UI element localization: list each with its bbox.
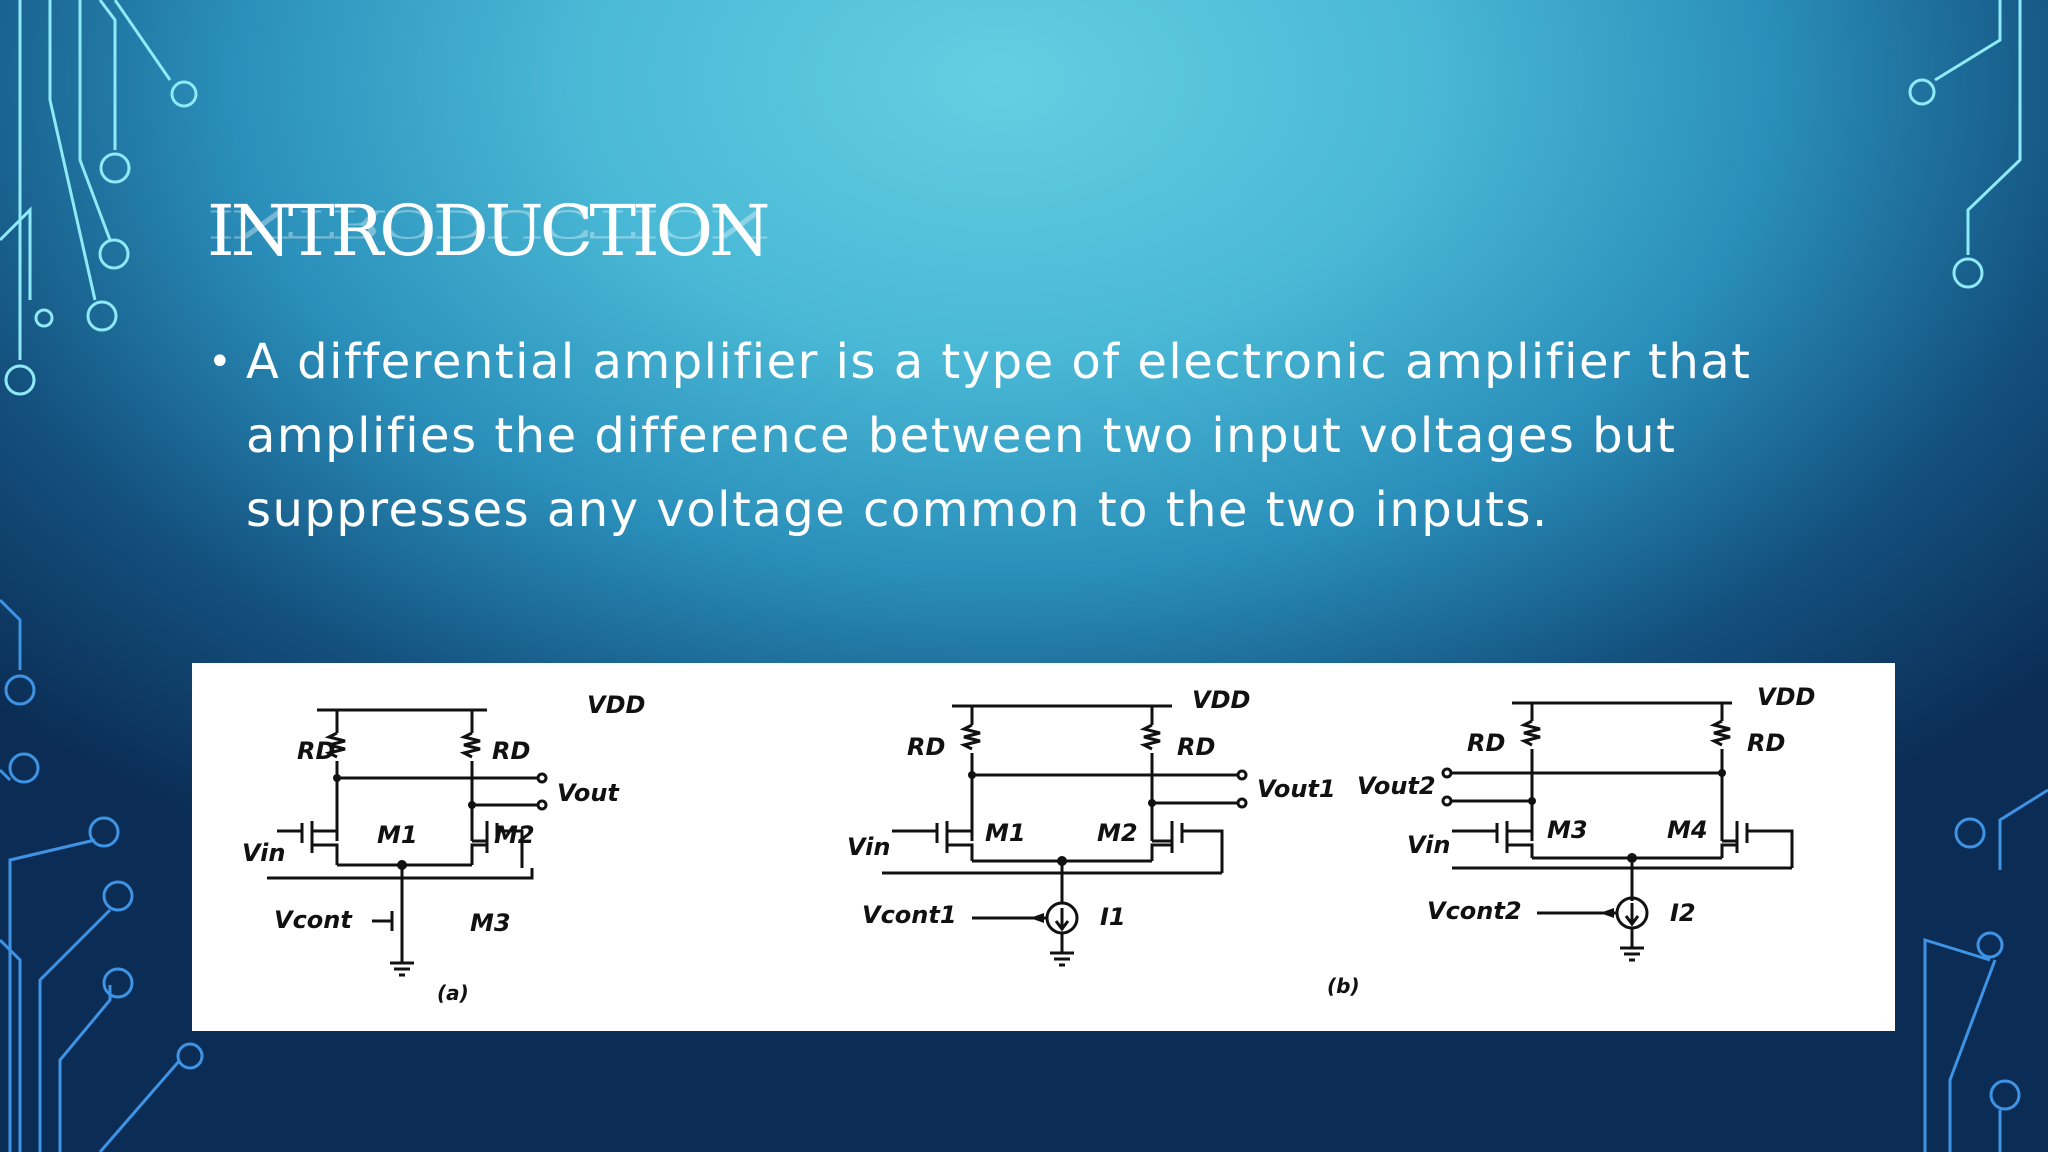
label-rd-b1-left: RD (907, 733, 945, 761)
slide-title: INTRODUCTION (207, 190, 770, 272)
label-vcont-a: Vcont (274, 906, 353, 934)
label-m2-a: M2 (494, 821, 535, 849)
label-vout-a: Vout (557, 779, 620, 807)
label-i2-b: I2 (1670, 899, 1696, 927)
label-vdd-a: VDD (587, 691, 645, 719)
label-rd-a-left: RD (297, 737, 335, 765)
label-rd-b2-right: RD (1747, 729, 1785, 757)
label-m3-b2: M3 (1547, 816, 1588, 844)
caption-a: (a) (437, 981, 469, 1005)
differential-amplifier-figure: VDD RD RD Vout Vin M1 M2 Vcont M3 (a) VD… (192, 663, 1895, 1031)
label-vin-b1: Vin (847, 833, 890, 861)
label-vcont2-b: Vcont2 (1427, 897, 1522, 925)
bullet-text: A differential amplifier is a type of el… (246, 334, 1752, 538)
bullet-list: • A differential amplifier is a type of … (208, 325, 1768, 547)
label-vout1-b: Vout1 (1257, 775, 1336, 803)
label-rd-b1-right: RD (1177, 733, 1215, 761)
bullet-item: • A differential amplifier is a type of … (208, 325, 1768, 547)
label-vdd-b1: VDD (1192, 686, 1250, 714)
label-vdd-b2: VDD (1757, 683, 1815, 711)
label-m2-b1: M2 (1097, 819, 1138, 847)
label-vin-b2: Vin (1407, 831, 1450, 859)
label-m1-a: M1 (377, 821, 418, 849)
label-m4-b2: M4 (1667, 816, 1708, 844)
label-rd-b2-left: RD (1467, 729, 1505, 757)
label-i1-b: I1 (1100, 903, 1126, 931)
label-rd-a-right: RD (492, 737, 530, 765)
label-m1-b1: M1 (985, 819, 1026, 847)
label-vout2-b: Vout2 (1357, 772, 1436, 800)
label-vcont1-b: Vcont1 (862, 901, 957, 929)
caption-b: (b) (1327, 974, 1360, 998)
label-vin-a: Vin (242, 839, 285, 867)
label-m3-a: M3 (470, 909, 511, 937)
bullet-dot-icon: • (208, 339, 234, 385)
